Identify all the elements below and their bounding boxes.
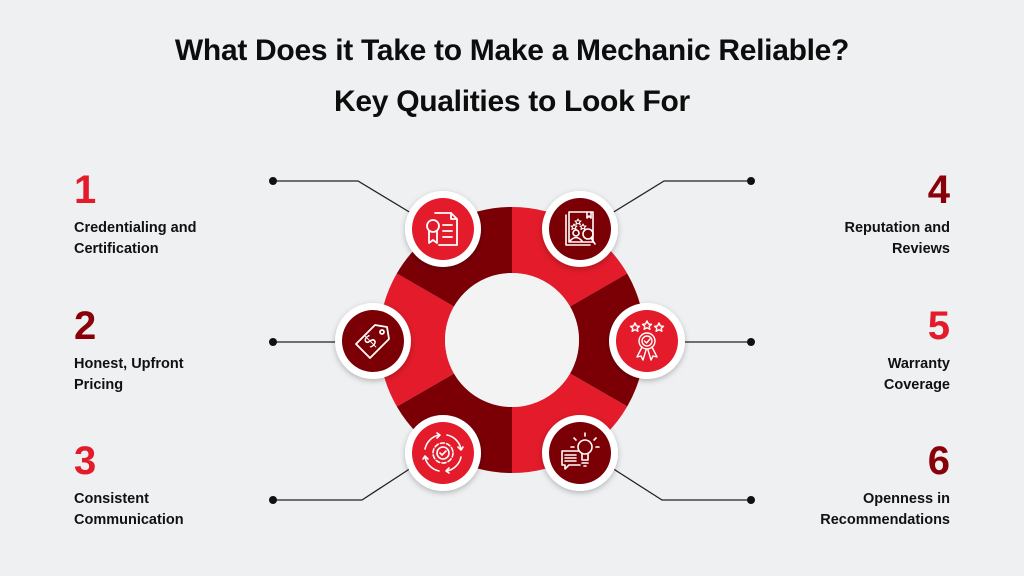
quality-item-1: 1 Credentialing and Certification xyxy=(74,170,294,260)
quality-1-badge xyxy=(405,191,481,267)
quality-number: 2 xyxy=(74,304,97,348)
quality-4-badge xyxy=(542,191,618,267)
ring-segment-2 xyxy=(378,273,454,407)
quality-item-6: 6 Openness in Recommendations xyxy=(730,441,950,531)
quality-number: 4 xyxy=(927,168,950,212)
quality-number: 5 xyxy=(927,304,950,348)
connector-dots xyxy=(269,177,755,504)
quality-number: 1 xyxy=(74,168,97,212)
connector-lines xyxy=(273,180,751,501)
award-ribbon-stars-icon xyxy=(629,320,665,361)
ring-center xyxy=(445,273,579,407)
quality-label: Credentialing and Certification xyxy=(74,220,197,257)
quality-number: 3 xyxy=(74,439,97,483)
quality-label: Honest, Upfront Pricing xyxy=(74,356,184,393)
ring xyxy=(378,206,646,473)
quality-2-badge: $ xyxy=(335,303,411,379)
gear-check-cycle-icon xyxy=(422,432,464,474)
page-subtitle: Key Qualities to Look For xyxy=(334,85,690,118)
quality-item-3: 3 Consistent Communication xyxy=(74,441,294,531)
quality-number: 6 xyxy=(927,439,950,483)
quality-5-badge xyxy=(609,303,685,379)
ring-segment-5 xyxy=(570,273,646,407)
quality-item-5: 5 Warranty Coverage xyxy=(730,306,950,396)
quality-item-2: 2 Honest, Upfront Pricing xyxy=(74,306,294,396)
certificate-document-icon xyxy=(426,212,458,246)
quality-6-badge xyxy=(542,415,618,491)
lightbulb-chat-icon xyxy=(561,432,600,470)
quality-label: Openness in Recommendations xyxy=(820,491,950,528)
quality-label: Consistent Communication xyxy=(74,491,184,528)
profile-rating-search-icon xyxy=(565,211,596,246)
quality-item-4: 4 Reputation and Reviews xyxy=(730,170,950,260)
quality-label: Warranty Coverage xyxy=(883,356,950,393)
page-title: What Does it Take to Make a Mechanic Rel… xyxy=(174,34,850,67)
quality-3-badge xyxy=(405,415,481,491)
quality-label: Reputation and Reviews xyxy=(844,220,950,257)
